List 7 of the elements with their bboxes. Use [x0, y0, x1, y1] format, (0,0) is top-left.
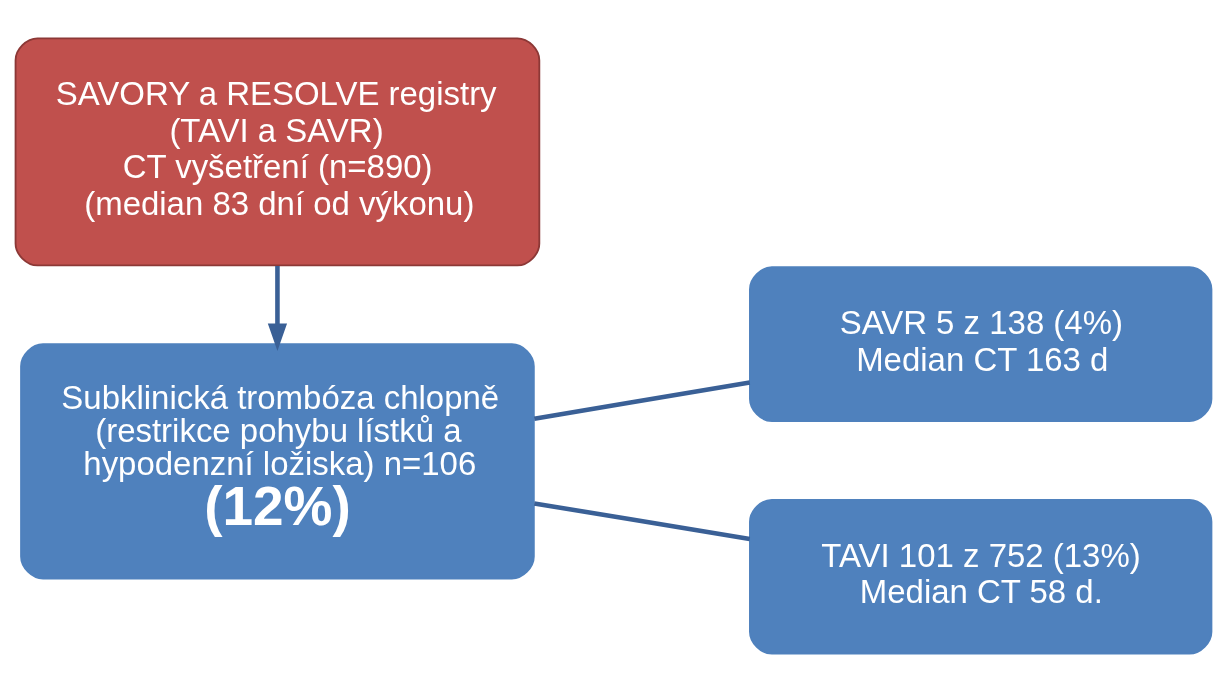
- node-box: SAVR 5 z 138 (4%) Median CT 163 d: [749, 266, 1213, 422]
- node-box: TAVI 101 z 752 (13%) Median CT 58 d.: [749, 498, 1213, 655]
- node-box: SAVORY a RESOLVE registry (TAVI a SAVR) CT vyšetření (n=890) (median 83 dní od výkonu): [14, 37, 541, 267]
- arrow: [267, 266, 288, 352]
- node-box: Subklinická trombóza chlopně (restrikce pohybu lístků a hypodenzní ložiska) n=106 (12%): [20, 343, 535, 580]
- connector: [533, 501, 751, 542]
- connector: [533, 380, 751, 421]
